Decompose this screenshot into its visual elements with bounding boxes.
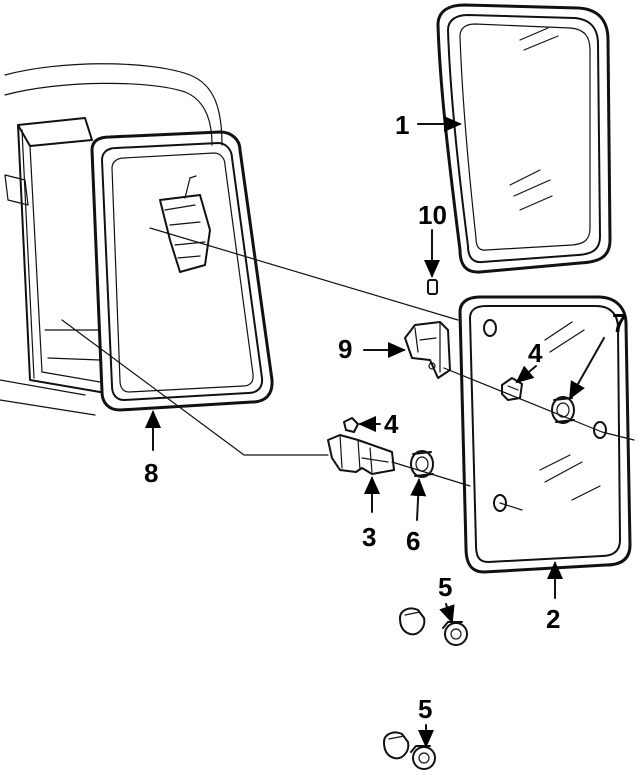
door-glass-part-2 [458,295,632,574]
door-glass-part-1 [436,3,612,274]
callout-6: 6 [406,526,420,556]
callout-9: 9 [338,334,352,364]
assembly-lines [61,227,635,511]
upper-hinge-part-9 [404,321,451,379]
callout-4-upper: 4 [528,338,543,368]
fastener-part-5-upper [399,607,468,646]
grommet-part-7 [551,396,575,424]
callout-8: 8 [144,458,158,488]
pin-part-10 [427,279,438,295]
grommet-part-6 [410,450,434,478]
clip-part-4-upper [501,377,523,401]
callout-5-lower: 5 [418,694,432,724]
callout-3: 3 [362,522,376,552]
callout-1: 1 [395,110,409,140]
fastener-part-5-lower [383,731,436,770]
callout-arrows [145,116,605,748]
callout-2: 2 [546,604,560,634]
door-seal-part-8 [90,130,274,412]
lower-hinge-part-3 [327,434,395,475]
callout-5-upper: 5 [438,572,452,602]
callout-7: 7 [612,308,626,338]
callout-4-lower: 4 [384,409,399,439]
clip-part-4-lower [343,417,359,433]
vehicle-body-outline [0,63,223,416]
callout-10: 10 [418,200,447,230]
